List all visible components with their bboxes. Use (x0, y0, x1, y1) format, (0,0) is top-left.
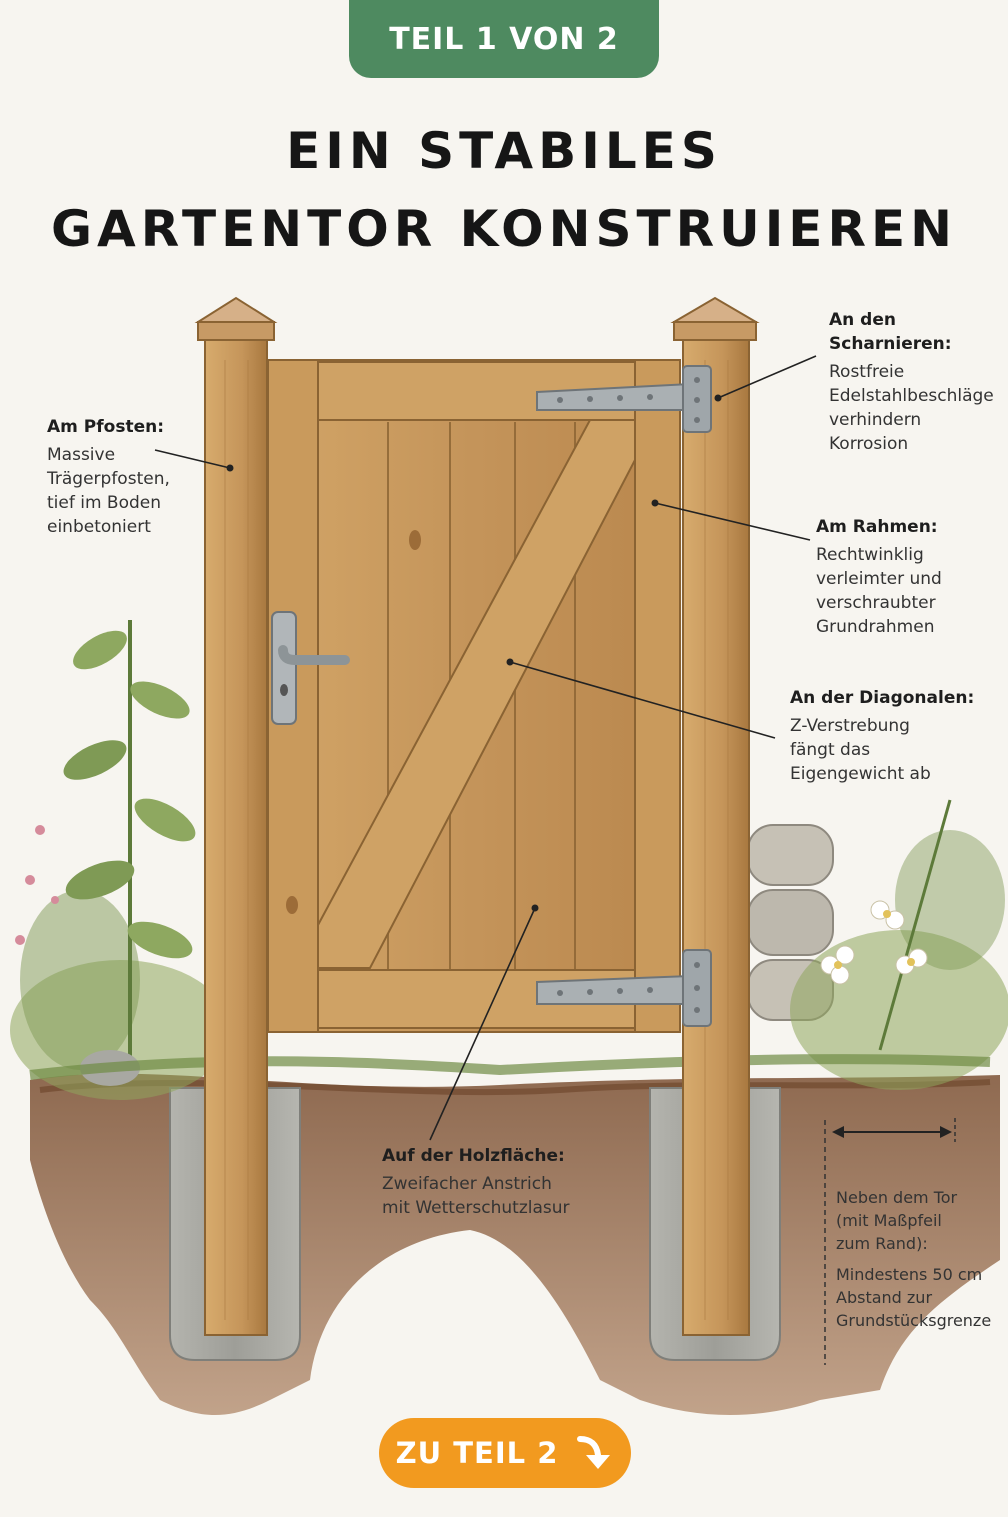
annotation-hinges-head: An den Scharnieren: (829, 310, 952, 354)
annotation-side-body: Mindestens 50 cm Abstand zur Grundstücks… (836, 1265, 992, 1330)
annotation-wood-head: Auf der Holzfläche: (382, 1146, 565, 1166)
door-handle (271, 611, 350, 725)
next-part-button[interactable]: ZU TEIL 2 (379, 1418, 631, 1488)
title-line-2: GARTENTOR KONSTRUIEREN (51, 200, 957, 258)
plants-left (10, 620, 230, 1100)
annotation-frame-body: Rechtwinklig verleimter und verschraubte… (816, 545, 942, 637)
gate-leaf (267, 359, 681, 1033)
page-title: EIN STABILES GARTENTOR KONSTRUIEREN (0, 112, 1008, 268)
annotation-diagonal: An der Diagonalen: Z-Verstrebung fängt d… (790, 686, 1000, 786)
annotation-post-body: Massive Trägerpfosten, tief im Boden ein… (47, 445, 170, 537)
annotation-diagonal-body: Z-Verstrebung fängt das Eigengewicht ab (790, 716, 931, 784)
hinge-top (536, 365, 712, 433)
leader-lines (154, 355, 817, 1141)
arrow-down-icon (574, 1433, 614, 1473)
next-part-label: ZU TEIL 2 (395, 1436, 559, 1470)
annotation-frame: Am Rahmen: Rechtwinklig verleimter und v… (816, 515, 996, 639)
annotation-wood: Auf der Holzfläche: Zweifacher Anstrich … (382, 1144, 622, 1220)
annotation-hinges: An den Scharnieren: Rostfreie Edelstahlb… (829, 308, 1004, 456)
gate-post-left (194, 296, 278, 1336)
dimension-arrow (824, 1118, 956, 1365)
annotation-post: Am Pfosten: Massive Trägerpfosten, tief … (47, 415, 207, 539)
gate-post-right (670, 296, 760, 1336)
hinge-bottom (536, 949, 712, 1027)
annotation-side: Neben dem Tor (mit Maßpfeil zum Rand): M… (836, 1186, 1006, 1332)
annotation-hinges-body: Rostfreie Edelstahlbeschläge verhindern … (829, 362, 994, 454)
annotation-frame-head: Am Rahmen: (816, 517, 938, 537)
annotation-side-head: Neben dem Tor (mit Maßpfeil zum Rand): (836, 1188, 958, 1253)
title-line-1: EIN STABILES (286, 122, 722, 180)
annotation-wood-body: Zweifacher Anstrich mit Wetterschutzlasu… (382, 1174, 570, 1218)
annotation-diagonal-head: An der Diagonalen: (790, 688, 975, 708)
leader-dots (226, 394, 722, 912)
annotation-post-head: Am Pfosten: (47, 417, 164, 437)
grass-line (29, 1054, 991, 1080)
plants-right (790, 799, 1008, 1090)
part-badge: TEIL 1 VON 2 (349, 0, 659, 78)
